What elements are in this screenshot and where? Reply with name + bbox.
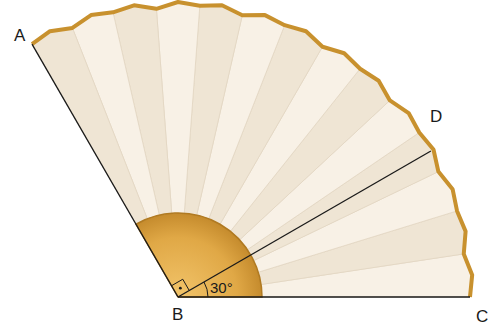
segment-bd [178,151,431,297]
point-label: A [14,27,25,44]
right-angle-dot [179,287,182,290]
segment-bc [178,296,470,297]
fan-rim [32,2,472,297]
segment-ba [32,44,178,297]
point-label: D [430,108,442,125]
point-label: B [172,306,183,323]
point-label: C [476,308,488,325]
angle-label: 30° [210,280,233,295]
angle-arc [204,282,208,297]
right-angle-mark [172,279,190,290]
